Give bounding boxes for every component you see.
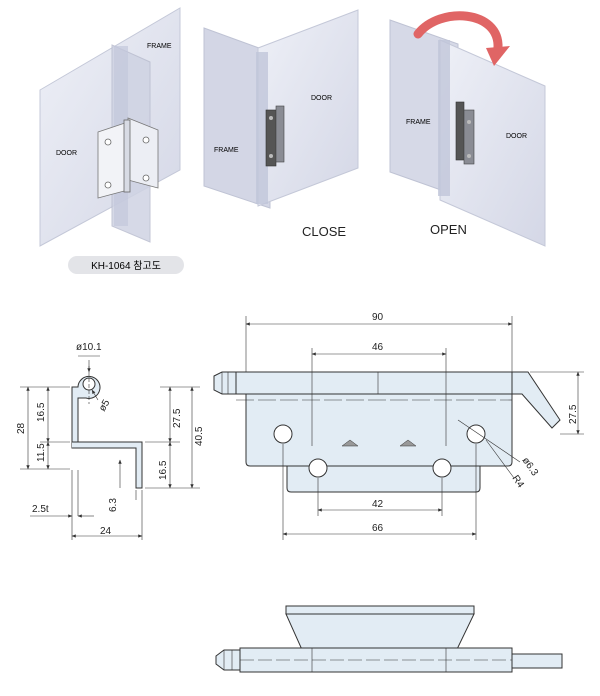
mount-hole xyxy=(308,458,328,478)
bracket-profile xyxy=(72,441,143,489)
pin-nub-bottom xyxy=(215,649,241,671)
dim-27-5-right: 27.5 xyxy=(568,404,579,424)
frame-label: FRAME xyxy=(214,147,239,154)
dim-16-5: 16.5 xyxy=(36,402,47,422)
dim-28: 28 xyxy=(16,422,27,434)
mount-hole xyxy=(273,424,293,444)
hinge-illustration xyxy=(455,101,475,165)
door-label: DOOR xyxy=(311,95,332,102)
side-view-dimensions: ø10.1 ø5 16.5 28 11.5 27.5 40.5 16.5 6.3… xyxy=(16,342,205,537)
illustration-open: FRAME DOOR OPEN xyxy=(389,11,546,247)
top-plate xyxy=(285,605,475,615)
dim-lower-16-5: 16.5 xyxy=(158,460,169,480)
dim-90: 90 xyxy=(372,312,384,323)
door-label: DOOR xyxy=(506,133,527,140)
frame-label: FRAME xyxy=(406,119,431,126)
side-view-drawing xyxy=(20,355,200,540)
dim-40-5: 40.5 xyxy=(194,426,205,446)
dim-42: 42 xyxy=(372,499,384,510)
dim-dia-10-1: ø10.1 xyxy=(76,342,102,353)
upper-leaf xyxy=(245,371,513,467)
front-view-drawing xyxy=(213,371,561,493)
dim-2-5t: 2.5t xyxy=(32,504,49,515)
pin-nub xyxy=(213,371,237,395)
dim-27-5: 27.5 xyxy=(172,408,183,428)
dim-46: 46 xyxy=(372,342,384,353)
knuckle-profile xyxy=(71,375,101,449)
open-arrow xyxy=(413,11,503,53)
dim-r4: R4 xyxy=(510,473,527,490)
bent-pin xyxy=(511,371,561,429)
door-panel xyxy=(257,9,359,207)
dim-dia-5: ø5 xyxy=(97,398,113,414)
bottom-view-drawing xyxy=(215,605,563,673)
pin-end xyxy=(511,653,563,669)
hinge-illustration xyxy=(265,105,285,167)
mount-hole xyxy=(432,458,452,478)
open-arrow-head xyxy=(486,46,510,66)
model-badge xyxy=(68,256,184,274)
illustration-assembly: FRAME DOOR KH-1064 참고도 xyxy=(39,7,184,274)
illustration-close: DOOR FRAME CLOSE xyxy=(203,9,359,239)
dim-24: 24 xyxy=(100,526,112,537)
frame-label: FRAME xyxy=(147,43,172,50)
model-badge-text: KH-1064 참고도 xyxy=(91,260,161,272)
dim-6-3: 6.3 xyxy=(108,498,119,512)
dim-hole-6-3: ø6.3 xyxy=(520,455,541,478)
front-view-dimensions xyxy=(245,316,584,540)
caption-open: OPEN xyxy=(430,222,467,237)
dim-66: 66 xyxy=(372,523,384,534)
caption-close: CLOSE xyxy=(302,224,346,239)
frame-panel xyxy=(203,27,271,209)
knuckle-barrel xyxy=(235,371,519,395)
dim-11-5: 11.5 xyxy=(36,443,47,462)
door-label: DOOR xyxy=(56,150,77,157)
hinge-illustration xyxy=(97,117,159,199)
